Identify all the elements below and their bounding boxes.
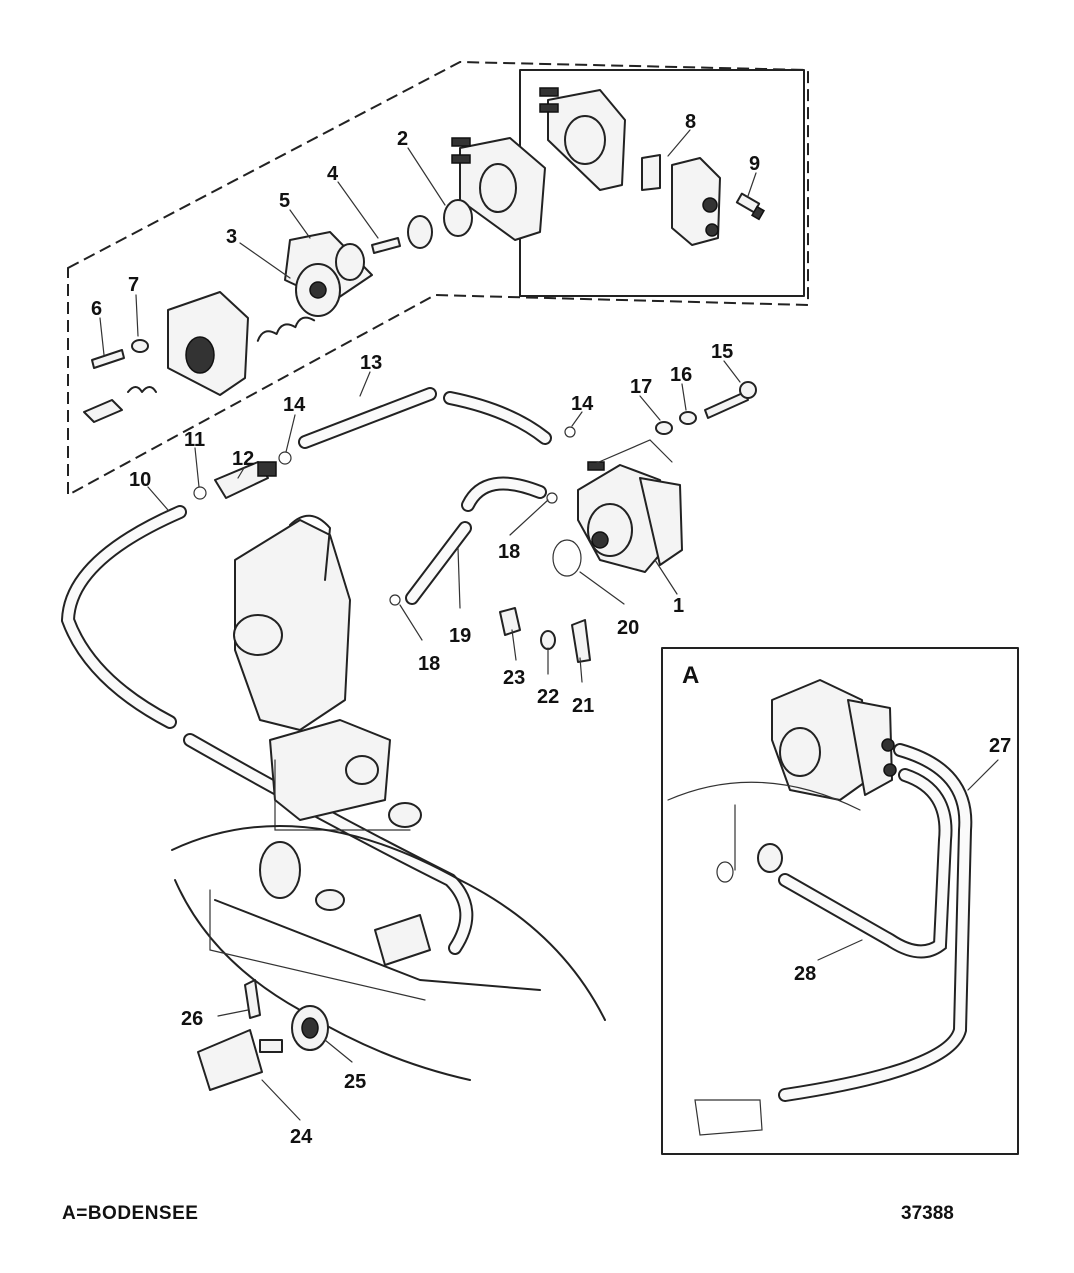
callout-11: 11 [184,429,205,451]
callout-20: 20 [617,617,639,639]
hoses [60,387,552,955]
bottom-parts [197,979,329,1091]
callout-5: 5 [279,190,290,212]
callout-6: 6 [91,298,102,320]
callout-19: 19 [449,625,471,647]
callout-17: 17 [630,376,652,398]
callout-24: 24 [290,1126,313,1148]
diagram-number: 37388 [901,1203,954,1224]
callout-7: 7 [128,274,139,296]
pump-body-upper [539,87,626,191]
callout-12: 12 [232,448,254,470]
callout-25: 25 [344,1071,366,1093]
callout-18a: 18 [498,541,520,563]
callout-8: 8 [685,111,696,133]
callout-10: 10 [129,469,151,491]
callouts: 1 2 3 4 5 6 7 8 9 10 11 12 13 14 14 15 1… [91,111,1011,1148]
filter-block [671,157,721,246]
callout-16: 16 [670,364,692,386]
inset-a [661,647,1019,1155]
carburetor [233,514,422,831]
callout-2: 2 [397,128,408,150]
fitting-9 [735,192,765,221]
leader-lines [99,129,999,1121]
callout-15: 15 [711,341,733,363]
footer-legend: A=BODENSEE [62,1203,199,1224]
callout-21: 21 [572,695,594,717]
clip-hardware [499,607,591,663]
callout-23: 23 [503,667,525,689]
detail-box [519,69,805,297]
mount-hardware [389,381,757,606]
callout-27: 27 [989,735,1011,757]
callout-22: 22 [537,686,559,708]
inset-label: A [682,662,699,689]
callout-3: 3 [226,226,237,248]
callout-14b: 14 [571,393,594,415]
callout-14a: 14 [283,394,306,416]
callout-28: 28 [794,963,816,985]
exploded-parts [83,137,546,500]
callout-26: 26 [181,1008,203,1030]
exploded-group-outline [67,60,809,497]
gasket-8 [641,154,661,191]
fuel-pump [552,439,683,577]
callout-13: 13 [360,352,382,374]
callout-18b: 18 [418,653,440,675]
callout-4: 4 [327,163,339,185]
callout-1: 1 [673,595,684,617]
callout-9: 9 [749,153,760,175]
